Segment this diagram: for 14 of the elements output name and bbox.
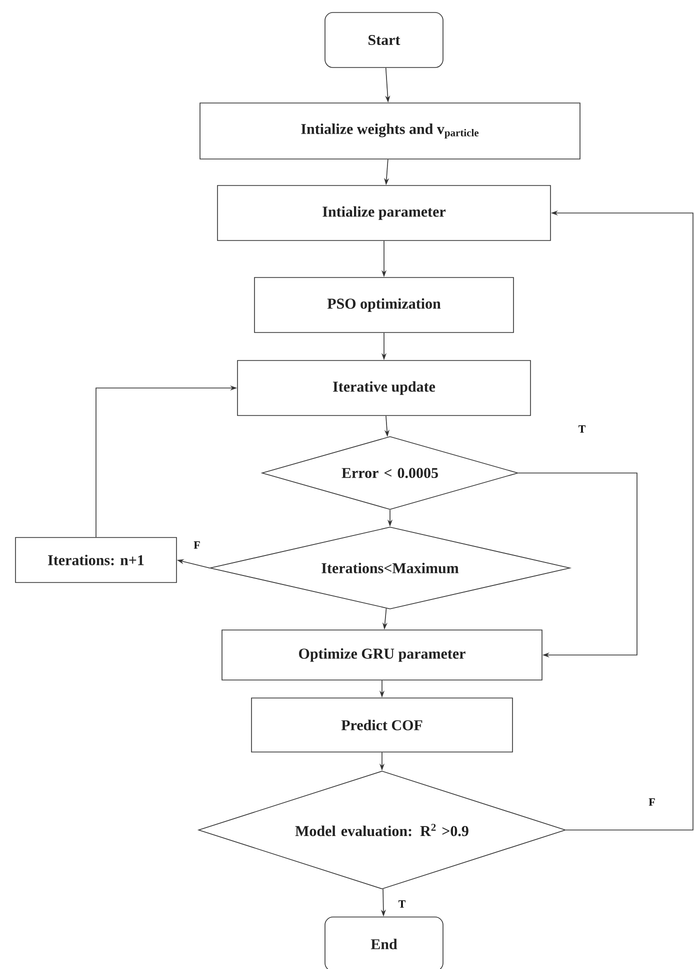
process-box: PSO optimization [254, 277, 514, 333]
process-box: Optimize GRU parameter [222, 630, 542, 680]
edge-label: F [194, 541, 200, 549]
process-box: Intialize weights and v$_{particle}$ [200, 102, 580, 160]
process-box: Intialize parameter [217, 185, 551, 241]
edge-label: F [648, 798, 655, 806]
process-box: Iterations: n+1 [15, 537, 177, 583]
process-box: Predict COF [251, 698, 513, 752]
edge-label: T [578, 425, 586, 433]
terminal-box: Start [324, 12, 444, 68]
process-box: Iterative update [237, 360, 531, 416]
terminal-box: End [324, 916, 444, 969]
arrow [518, 472, 638, 658]
edge-label: T [398, 900, 406, 908]
